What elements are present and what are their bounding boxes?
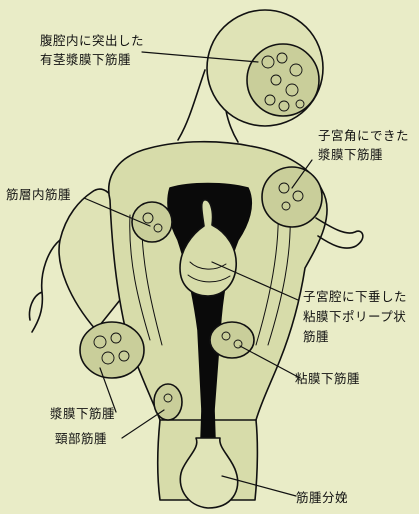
- cornual-subserosal-myoma: [262, 167, 322, 227]
- label-cornual-line2: 漿膜下筋腫: [318, 146, 383, 164]
- submucosal-myoma: [210, 322, 254, 358]
- label-cornual-line1: 子宮角にできた: [318, 127, 409, 145]
- label-myoma-delivery: 筋腫分娩: [296, 489, 348, 507]
- label-polyp-line3: 筋腫: [303, 328, 329, 346]
- intramural-myoma: [132, 202, 172, 242]
- label-pedunculated-line2: 有茎漿膜下筋腫: [40, 51, 131, 69]
- label-pedunculated-line1: 腹腔内に突出した: [40, 32, 144, 50]
- label-polyp-line1: 子宮腔に下垂した: [303, 288, 407, 306]
- left-fimbria: [30, 240, 61, 332]
- label-submucosal: 粘膜下筋腫: [295, 370, 360, 388]
- label-polyp-line2: 粘膜下ポリープ状: [303, 308, 406, 326]
- cervical-canal: [201, 410, 215, 440]
- label-subserosal: 漿膜下筋腫: [50, 405, 115, 423]
- label-cervical: 頸部筋腫: [55, 430, 107, 448]
- subserosal-myoma: [80, 322, 144, 378]
- label-intramural: 筋層内筋腫: [6, 186, 71, 204]
